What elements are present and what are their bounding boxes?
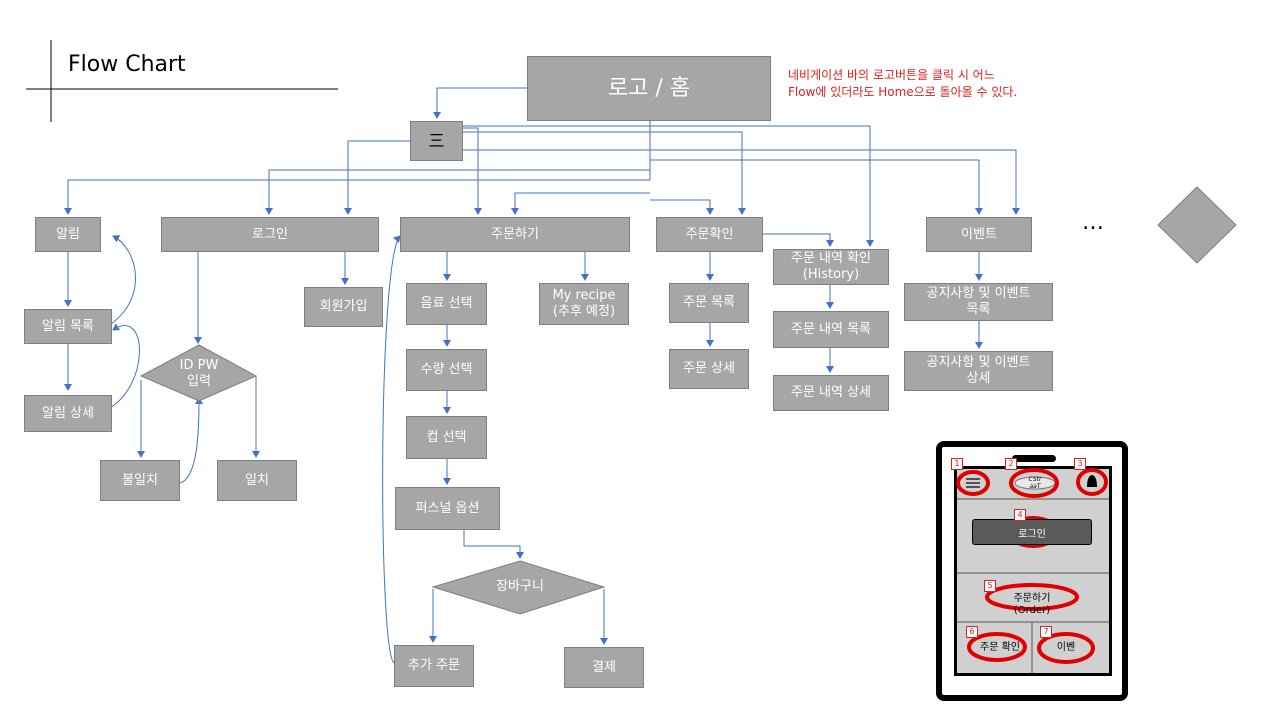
- navigation-note: 네비게이션 바의 로고버튼을 클릭 시 어느 Flow에 있더라도 Home으로…: [788, 68, 1018, 99]
- drink-node: 음료 선택: [406, 283, 487, 325]
- payment-node: 결제: [564, 647, 644, 688]
- idpw-decision: ID PW 입력: [179, 358, 219, 389]
- marker-7: 7: [1040, 626, 1052, 638]
- mismatch-node: 불일치: [100, 460, 180, 501]
- phone-hamburger-icon: [966, 478, 980, 488]
- phone-order-check-button: 주문 확인: [980, 642, 1020, 653]
- marker-5: 5: [984, 580, 996, 592]
- marker-2: 2: [1005, 458, 1017, 470]
- order-list-node: 주문 목록: [669, 283, 749, 323]
- home-node: 로고 / 홈: [527, 56, 771, 121]
- login-node: 로그인: [161, 217, 379, 252]
- history-list-node: 주문 내역 목록: [773, 311, 889, 348]
- history-node: 주문 내역 확인 (History): [773, 249, 889, 285]
- alarm-node: 알림: [35, 217, 101, 252]
- order-check-node: 주문확인: [656, 217, 763, 252]
- phone-event-button: 이벤: [1056, 642, 1076, 653]
- phone-bell-icon: [1087, 475, 1097, 487]
- cart-decision: 장바구니: [496, 579, 544, 594]
- cart-diamond-shape: [431, 560, 606, 615]
- more-ellipsis: …: [1082, 210, 1105, 235]
- phone-screen: [954, 466, 1112, 676]
- order-detail-node: 주문 상세: [669, 349, 749, 389]
- marker-3: 3: [1074, 458, 1086, 470]
- alarm-list-node: 알림 목록: [24, 309, 112, 344]
- add-order-node: 추가 주문: [394, 645, 474, 687]
- phone-logo-text: CStr aaT: [1028, 476, 1042, 490]
- marker-4: 4: [1014, 509, 1026, 521]
- cup-node: 컵 선택: [406, 416, 487, 459]
- signup-node: 회원가입: [304, 287, 383, 327]
- notice-list-node: 공지사항 및 이벤트 목록: [904, 283, 1053, 321]
- history-detail-node: 주문 내역 상세: [773, 375, 889, 411]
- legend-diamond: [1157, 186, 1237, 264]
- phone-order-button: 주문하기 (Order): [1013, 593, 1051, 616]
- event-node: 이벤트: [926, 217, 1032, 252]
- alarm-detail-node: 알림 상세: [24, 395, 112, 432]
- page-title: Flow Chart: [68, 52, 186, 77]
- personal-option-node: 퍼스널 옵션: [395, 487, 500, 530]
- order-node: 주문하기: [400, 217, 630, 252]
- match-node: 일치: [217, 460, 297, 501]
- marker-1: 1: [951, 458, 963, 470]
- phone-login-button: 로그인: [972, 519, 1092, 545]
- notice-detail-node: 공지사항 및 이벤트 상세: [904, 351, 1053, 391]
- marker-6: 6: [966, 626, 978, 638]
- menu-node: 三: [410, 121, 463, 161]
- phone-speaker: [1012, 455, 1056, 462]
- quantity-node: 수량 선택: [406, 349, 487, 391]
- my-recipe-node: My recipe (추후 예정): [539, 283, 629, 325]
